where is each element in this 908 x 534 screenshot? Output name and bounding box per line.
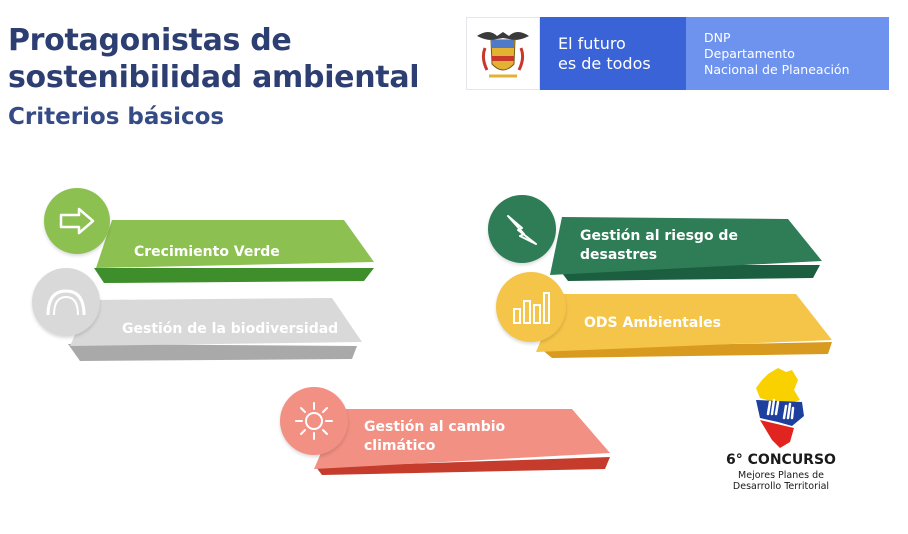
criterion-ods-ambientales: ODS Ambientales <box>496 272 836 364</box>
criterion-biodiversidad: Gestión de la biodiversidad <box>32 268 367 363</box>
arrow-right-icon <box>44 188 110 254</box>
slogan-line-1: El futuro <box>558 33 626 53</box>
slogan-line-2: es de todos <box>558 53 651 73</box>
dnp-name-line-2: Nacional de Planeación <box>704 61 850 77</box>
criterion-label-4: ODS Ambientales <box>584 315 721 331</box>
dnp-name-line-1: Departamento <box>704 45 795 61</box>
page-title-line-2: sostenibilidad ambiental <box>8 60 420 95</box>
arch-icon <box>32 268 100 336</box>
bar-chart-icon <box>496 272 566 342</box>
ribbon-green <box>94 220 374 283</box>
government-banner: El futuro es de todos DNP Departamento N… <box>466 17 889 90</box>
ribbon-yellow <box>536 294 832 358</box>
page-subtitle: Criterios básicos <box>8 104 225 130</box>
criterion-cambio-climatico: Gestión al cambio climático <box>280 387 615 479</box>
criterion-crecimiento-verde: Crecimiento Verde <box>44 188 384 283</box>
contest-subtitle-line-2: Desarrollo Territorial <box>732 481 830 492</box>
colombia-map-hands-icon <box>756 368 804 448</box>
title-block: Protagonistas de sostenibilidad ambienta… <box>8 22 420 132</box>
sun-icon <box>280 387 348 455</box>
ribbon-salmon <box>314 409 610 475</box>
page-title-line-1: Protagonistas de <box>8 23 292 58</box>
contest-title: 6° CONCURSO <box>726 452 836 468</box>
contest-subtitle-line-1: Mejores Planes de <box>738 470 824 481</box>
coat-of-arms-icon <box>466 17 540 90</box>
criterion-label-2: Gestión de la biodiversidad <box>122 321 339 337</box>
dnp-block: DNP Departamento Nacional de Planeación <box>686 17 889 90</box>
criterion-riesgo-desastres: Gestión al riesgo de desastres <box>488 195 828 287</box>
criterion-label-1: Crecimiento Verde <box>134 244 280 260</box>
criterion-label-5: Gestión al cambio climático <box>364 419 506 454</box>
criterion-label-3: Gestión al riesgo de desastres <box>580 228 738 263</box>
lightning-icon <box>488 195 556 263</box>
slogan-block: El futuro es de todos <box>540 17 686 90</box>
contest-logo: 6° CONCURSO Mejores Planes de Desarrollo… <box>716 364 846 494</box>
ribbon-dark-green <box>550 217 822 281</box>
contest-subtitle: Mejores Planes de Desarrollo Territorial <box>716 470 846 492</box>
dnp-acronym: DNP <box>704 29 731 45</box>
ribbon-gray <box>68 298 362 361</box>
